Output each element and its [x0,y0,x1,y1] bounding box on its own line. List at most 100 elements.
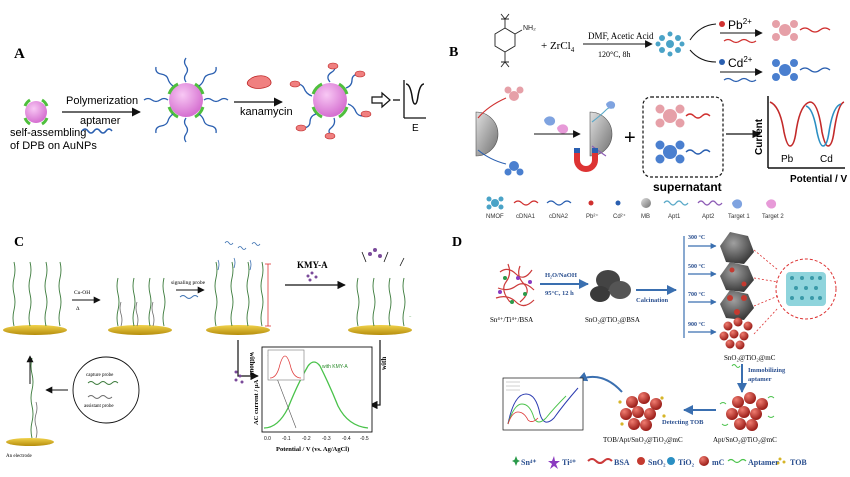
cd-peak-label: Cd [820,154,833,165]
legend-sn-icon [512,456,520,466]
current-axis-label: Current [754,118,765,155]
assistant-probe-label: assistant probe [84,404,114,409]
tob-bound-cluster [618,392,666,431]
panel-d: D Sn⁴⁺/Ti⁴⁺/BSA H₂O/NaOH 95°C, 12 h SnO₂… [452,232,837,469]
x-tick-label: -0.4 [342,436,351,442]
intermediate-particle-icon [590,270,631,302]
sphere-500 [720,262,754,292]
target-bound-np [289,62,372,140]
legend-label: BSA [614,458,630,467]
temp-label: 700 °C [688,291,705,298]
acv-x-axis-label: Potential / V (vs. Ag/AgCl) [276,446,349,453]
free-probes-icon [224,241,261,250]
tob-product-label: TOB/Apt/SnO₂@TiO₂@mC [603,436,683,444]
precursor-cluster-icon [495,263,535,307]
panel-b: B NH₂ + ZrCl4 DMF, Acetic Acid 120°C, 8h… [449,13,848,220]
panel-c: C Cu-OH Δ [3,235,412,459]
electrode-3 [206,257,271,335]
potential-axis-label-b: Potential / V [790,174,848,185]
np-label-line1: self-assembling [10,127,86,139]
legend-label: MB [641,214,650,220]
capture-probe-label: capture probe [86,373,114,378]
legend-apt2-icon [697,200,723,206]
aptamer-strand-icon [81,128,113,134]
with-kmy-a-curve-label: with KMY-A [322,364,348,370]
pb-peak-label: Pb [781,154,794,165]
probe-legend-circle: capture probe assistant probe [72,356,140,424]
cu-oh-label: Cu-OH [74,290,90,296]
svg-text:NH₂: NH₂ [523,25,536,32]
legend-sno2-icon [637,457,645,465]
electrode-2 [108,277,172,335]
temp-label: 900 °C [688,321,705,328]
legend-cdna2-icon [546,200,572,206]
delta-label: Δ [76,306,80,312]
electrode-4: ~ [348,248,412,335]
apt-functionalized-cluster [719,392,775,431]
legend-cd-icon [615,200,621,206]
legend-cdna1-icon [513,200,539,206]
zoom-circle [775,258,837,320]
immobilizing-label-2: aptamer [748,376,772,383]
kmy-molecule-small-icon [234,370,244,384]
hydrothermal-conditions-1: H₂O/NaOH [545,272,577,279]
synthesis-conditions-1: DMF, Acetic Acid [588,31,654,41]
calcination-label: Calcination [636,297,669,304]
linker-structure-icon [494,13,523,68]
legend-label: NMOF [486,214,504,220]
legend-b: NMOF cDNA1 cDNA2 Pb²⁺ Cd²⁺ MB Apt1 Apt2 … [486,196,784,220]
x-tick-label: -0.3 [322,436,331,442]
signaling-probe-label: signaling probe [171,280,206,286]
magnetic-bead-probe [475,86,524,176]
legend-pb-icon [588,200,594,206]
kmy-a-molecule-icon [306,271,318,282]
acv-inset-curve [269,355,302,379]
nmof-cdna2-conjugate [772,59,831,81]
nmof-cdna1-conjugate [772,20,831,41]
legend-label: Target 1 [728,214,750,220]
magnet-icon [574,148,598,172]
legend-label: Cd²⁺ [613,213,626,220]
calcined-product-label: SnO₂@TiO₂@mC [724,354,776,362]
au-nanoparticle-dpb [23,98,49,126]
panel-a: A self-assembling of DPB on AuNPs Polyme… [10,46,426,152]
acv-inset [267,349,305,381]
sphere-700 [720,290,754,320]
legend-label: mC [712,458,725,467]
electrode-label: An electrode [6,454,32,459]
legend-label: SnO₂ [648,458,666,467]
hydrothermal-conditions-2: 95°C, 12 h [545,290,574,297]
intermediate-label: SnO₂@TiO₂@BSA [585,316,640,324]
sphere-900 [719,317,753,350]
x-tick-label: 0.0 [264,436,271,442]
sphere-300 [720,232,754,264]
cd-ion-label: Cd2+ [728,55,753,70]
kanamycin-label: kanamycin [240,106,293,118]
kmy-a-label: KMY-A [297,260,328,270]
legend-label: TiO₂ [678,458,695,467]
legend-target1-icon [732,199,743,209]
kanamycin-molecule-icon [246,75,272,89]
signaling-probe-icon [179,295,199,299]
dpv-plot-b: Current Potential / V Pb Cd [754,96,848,185]
temp-label: 300 °C [688,234,705,241]
temp-label: 500 °C [688,263,705,270]
acv-plot-c: with KMY-A 0.0 -0.1 -0.2 -0.3 -0.4 -0.5 … [253,346,373,453]
legend-label: Sn⁴⁺ [521,458,537,467]
legend-apt1-icon [663,200,689,206]
aptamer-label: aptamer [80,115,121,127]
temperature-series: 300 °C 500 °C 700 °C 900 °C [688,232,754,350]
legend-nmof-icon [486,196,504,210]
immobilizing-label-1: Immobilizing [748,367,786,374]
legend-tio2-icon [667,457,675,465]
impedance-plot-d [502,377,584,431]
pb-ion-label: Pb2+ [728,17,752,32]
cd-ion-icon [719,59,725,65]
voltammogram-a: E [403,80,426,134]
apt-product-label: Apt/SnO₂@TiO₂@mC [713,436,777,444]
electrode-1 [3,261,67,335]
legend-label: Apt1 [668,214,681,220]
x-tick-label: -0.1 [282,436,291,442]
acv-curve-with-kmy [263,361,369,429]
